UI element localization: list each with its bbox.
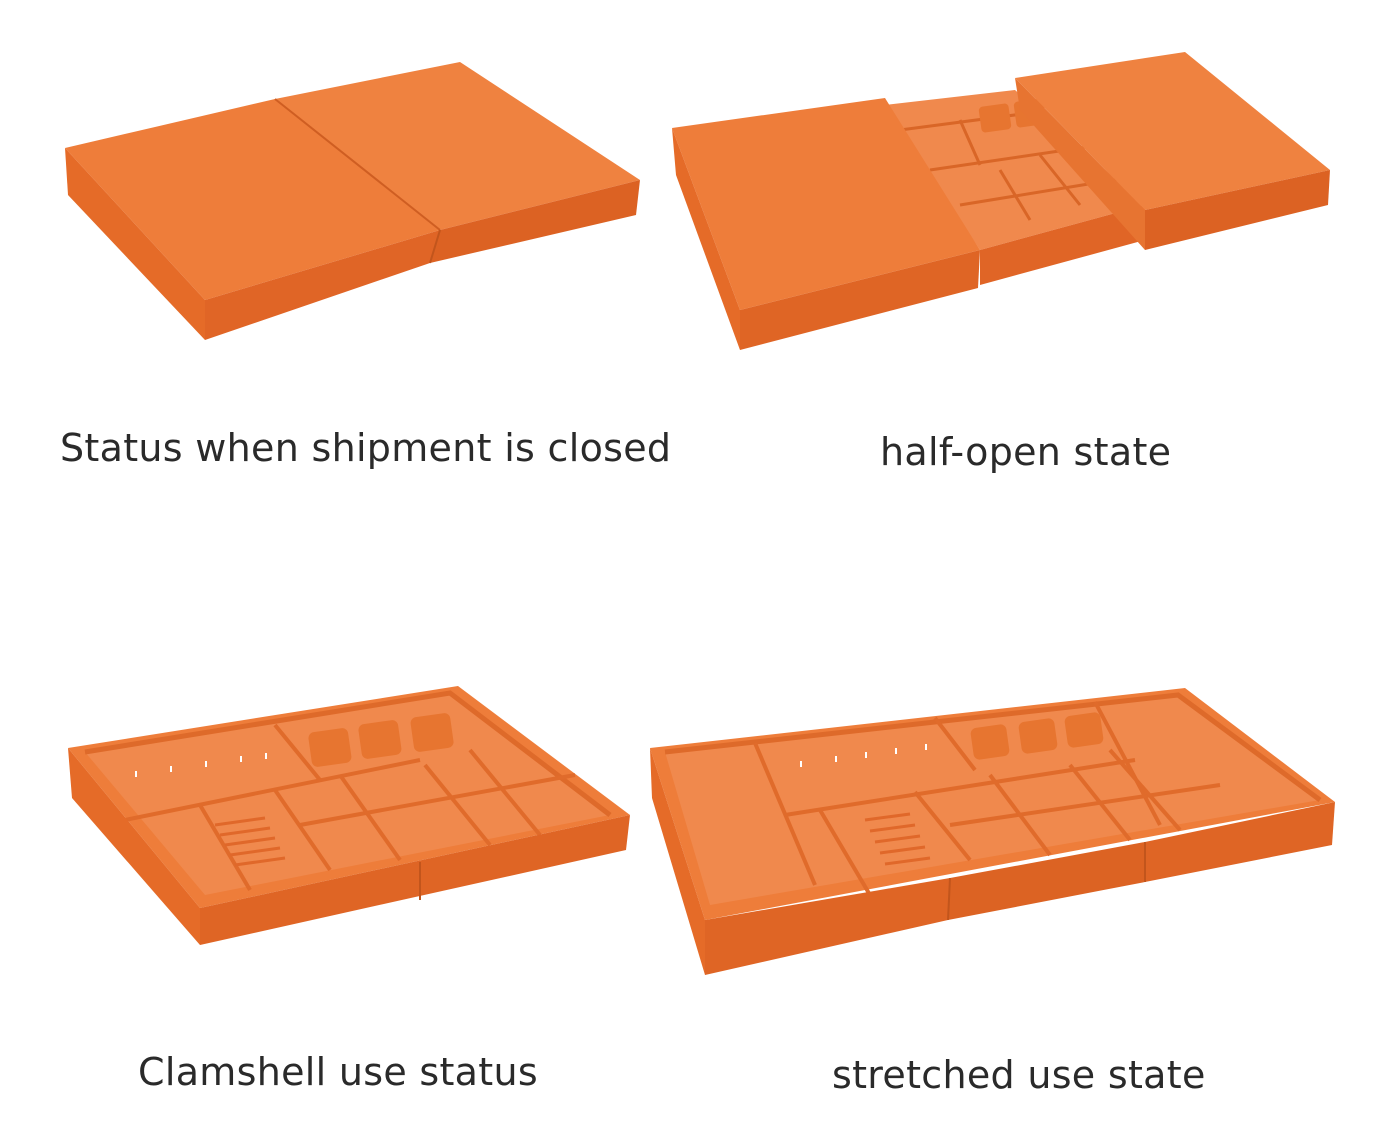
panel-closed: Status when shipment is closed bbox=[0, 0, 690, 540]
caption-clamshell: Clamshell use status bbox=[138, 1050, 538, 1094]
panel-half-open: half-open state bbox=[660, 0, 1380, 540]
panel-stretched: stretched use state bbox=[640, 560, 1380, 1126]
clamshell-box-image bbox=[68, 686, 630, 945]
half-open-box-image bbox=[672, 52, 1330, 350]
caption-stretched: stretched use state bbox=[832, 1053, 1206, 1097]
caption-half-open: half-open state bbox=[880, 430, 1172, 474]
stretched-box-image bbox=[650, 688, 1335, 975]
caption-closed: Status when shipment is closed bbox=[60, 426, 672, 470]
panel-clamshell: Clamshell use status bbox=[0, 560, 690, 1126]
closed-box-image bbox=[65, 62, 640, 340]
